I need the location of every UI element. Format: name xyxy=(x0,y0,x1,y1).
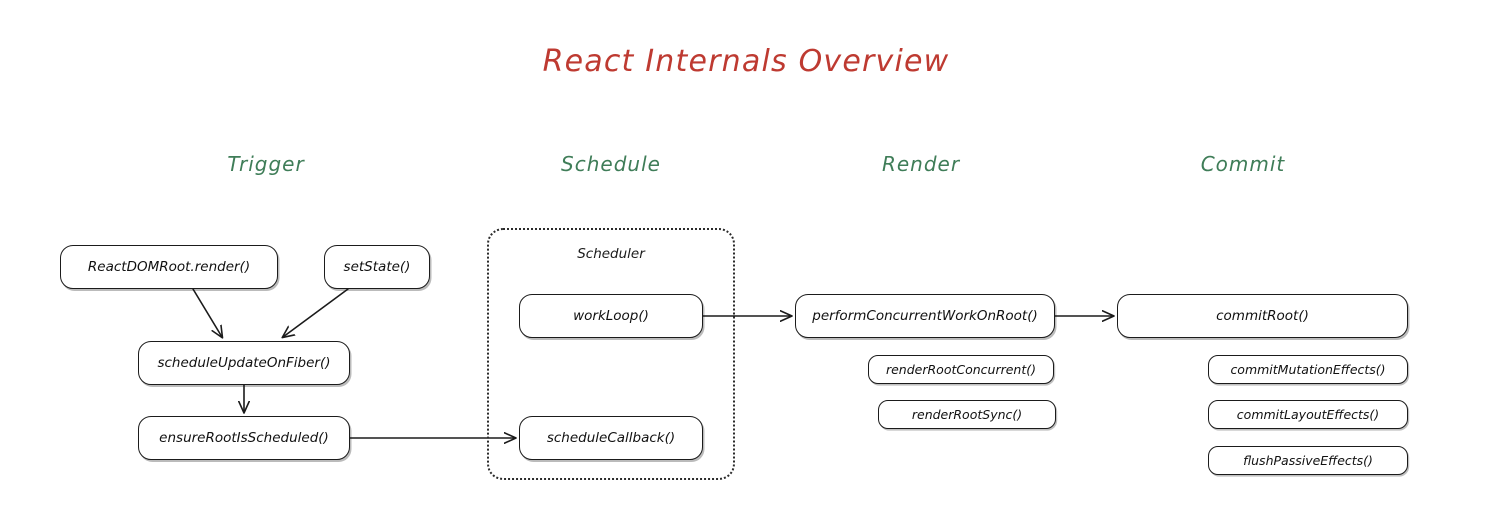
node-work-loop[interactable]: workLoop() xyxy=(519,294,703,338)
node-set-state[interactable]: setState() xyxy=(324,245,430,289)
edge-render-to-schedule-update xyxy=(192,288,222,337)
node-label: performConcurrentWorkOnRoot() xyxy=(812,308,1038,324)
scheduler-group xyxy=(487,228,735,480)
group-label-scheduler: Scheduler xyxy=(577,246,645,262)
node-ensure-root-is-scheduled[interactable]: ensureRootIsScheduled() xyxy=(138,416,350,460)
node-react-dom-root-render[interactable]: ReactDOMRoot.render() xyxy=(60,245,278,289)
node-label: scheduleUpdateOnFiber() xyxy=(157,355,331,371)
node-label: ensureRootIsScheduled() xyxy=(159,430,329,446)
page-title: React Internals Overview xyxy=(542,44,950,79)
node-label: flushPassiveEffects() xyxy=(1243,453,1373,468)
node-label: commitRoot() xyxy=(1216,308,1309,324)
node-commit-mutation-effects[interactable]: commitMutationEffects() xyxy=(1208,355,1408,384)
node-label: scheduleCallback() xyxy=(546,430,676,446)
node-label: renderRootConcurrent() xyxy=(885,362,1037,377)
column-header-render: Render xyxy=(881,152,961,176)
node-label: commitLayoutEffects() xyxy=(1236,407,1380,422)
node-schedule-update-on-fiber[interactable]: scheduleUpdateOnFiber() xyxy=(138,341,350,385)
node-flush-passive-effects[interactable]: flushPassiveEffects() xyxy=(1208,446,1408,475)
node-commit-layout-effects[interactable]: commitLayoutEffects() xyxy=(1208,400,1408,429)
node-label: commitMutationEffects() xyxy=(1230,362,1386,377)
node-render-root-sync[interactable]: renderRootSync() xyxy=(878,400,1056,429)
node-render-root-concurrent[interactable]: renderRootConcurrent() xyxy=(868,355,1054,384)
node-label: setState() xyxy=(343,259,411,275)
column-header-commit: Commit xyxy=(1200,152,1286,176)
column-header-trigger: Trigger xyxy=(227,152,305,176)
node-label: ReactDOMRoot.render() xyxy=(87,259,251,275)
node-schedule-callback[interactable]: scheduleCallback() xyxy=(519,416,703,460)
column-header-schedule: Schedule xyxy=(561,152,661,176)
node-commit-root[interactable]: commitRoot() xyxy=(1117,294,1408,338)
node-label: renderRootSync() xyxy=(911,407,1023,422)
node-label: workLoop() xyxy=(573,308,649,324)
edge-setstate-to-schedule-update xyxy=(283,288,349,337)
node-perform-concurrent-work-on-root[interactable]: performConcurrentWorkOnRoot() xyxy=(795,294,1055,338)
